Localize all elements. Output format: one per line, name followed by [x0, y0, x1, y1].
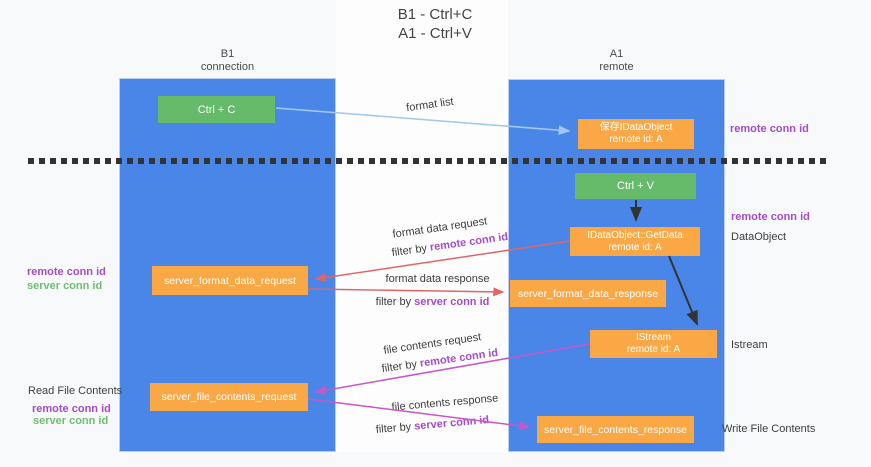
annotation-dataobject: DataObject — [731, 231, 787, 243]
annotation-istream: Istream — [731, 339, 768, 351]
annotation-remote-conn-id-mid: remote conn id — [731, 211, 810, 223]
node-save-idataobject-line2: remote id: A — [609, 134, 663, 145]
node-server-file-contents-request: server_file_contents_request — [150, 383, 308, 411]
title-line-2: A1 - Ctrl+V — [398, 25, 472, 42]
node-server-format-data-request: server_format_data_request — [152, 266, 308, 295]
column-a1-name: A1 — [609, 48, 624, 60]
title-line-1: B1 - Ctrl+C — [397, 6, 473, 23]
node-idataobject-getdata: IDataObject::GetData remote id: A — [570, 227, 700, 256]
node-format-response-label: server_format_data_response — [517, 287, 659, 300]
node-istream: IStream remote id: A — [590, 330, 717, 358]
node-server-format-data-response: server_format_data_response — [510, 280, 666, 307]
node-ctrl-c: Ctrl + C — [158, 96, 275, 123]
annotation-read-file-contents: Read File Contents — [28, 385, 123, 397]
annotation-server-conn-id-left-1: server conn id — [27, 280, 103, 292]
session-divider-dashed-line — [28, 158, 830, 164]
label-format-data-response: format data response — [385, 273, 490, 285]
column-b1-name: B1 — [220, 48, 235, 60]
node-getdata-line2: remote id: A — [608, 241, 662, 253]
filter-by-text: filter by — [375, 420, 415, 436]
annotation-remote-conn-id-left-1: remote conn id — [27, 266, 106, 278]
node-istream-line2: remote id: A — [626, 344, 681, 355]
column-header-a1: A1 remote — [508, 48, 725, 74]
node-save-idataobject: 保存IDataObject remote id: A — [578, 119, 694, 149]
annotation-remote-conn-id-top: remote conn id — [730, 123, 809, 135]
node-getdata-line1: IDataObject::GetData — [587, 229, 683, 241]
filter-by-text: filter by — [375, 296, 415, 308]
annotation-server-conn-id-left-2: server conn id — [33, 415, 109, 427]
node-file-request-label: server_file_contents_request — [161, 391, 297, 403]
node-server-file-contents-response: server_file_contents_response — [537, 416, 694, 443]
node-ctrl-c-label: Ctrl + C — [197, 103, 236, 116]
annotation-write-file-contents: Write File Contents — [722, 423, 816, 435]
label-filter-by-server-1: filter by server conn id — [375, 296, 490, 309]
annotation-remote-conn-id-left-2: remote conn id — [32, 403, 111, 415]
server-conn-id-text: server conn id — [414, 296, 490, 308]
node-istream-line1: IStream — [635, 332, 671, 343]
node-save-idataobject-line1: 保存IDataObject — [599, 122, 673, 133]
node-ctrl-v-label: Ctrl + V — [617, 180, 654, 192]
node-file-response-label: server_file_contents_response — [543, 423, 687, 436]
column-a1-subtitle: remote — [599, 61, 634, 73]
node-format-request-label: server_format_data_request — [164, 274, 296, 287]
column-header-b1: B1 connection — [119, 48, 336, 74]
node-ctrl-v: Ctrl + V — [575, 173, 696, 199]
diagram-title: B1 - Ctrl+C A1 - Ctrl+V — [335, 5, 535, 43]
column-b1-subtitle: connection — [200, 61, 255, 73]
